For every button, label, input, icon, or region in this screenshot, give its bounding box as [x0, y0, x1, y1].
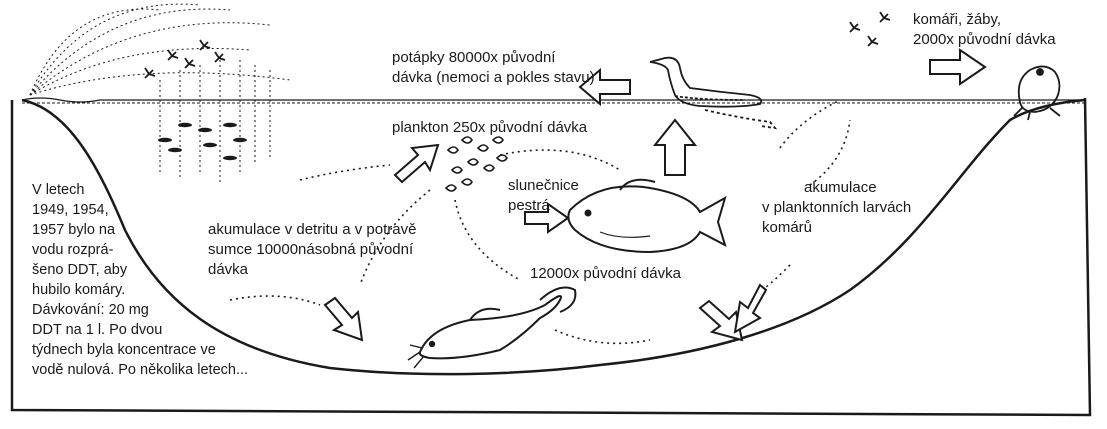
spray-fan-icon [30, 4, 290, 185]
grebe-bird-icon [650, 58, 775, 128]
hollow-arrow-to-plankton [395, 145, 438, 182]
grebe-dose-line1: potápky 80000x původní [392, 48, 595, 68]
grebe-dose-label: potápky 80000x původní dávka (nemoci a p… [392, 48, 595, 88]
larvae-line2: v planktonních larvách [762, 198, 911, 218]
hollow-arrow-to-frogs [930, 50, 985, 84]
sunfish-line2: pestrá [508, 196, 579, 216]
mosquito-icon [850, 12, 890, 46]
hollow-arrow-to-catfish [325, 298, 362, 340]
larvae-line1: akumulace [762, 178, 911, 198]
ddt-history-note: V letech 1949, 1954, 1957 bylo na vodu r… [32, 180, 248, 380]
history-line2: 1949, 1954, [32, 200, 248, 220]
sunfish-dose-label: 12000x původní dávka [530, 264, 681, 284]
larvae-line3: komárů [762, 218, 911, 238]
plankton-icon [446, 137, 507, 191]
water-surface [22, 98, 1085, 103]
sunfish-line1: slunečnice [508, 176, 579, 196]
sunfish-label: slunečnice pestrá [508, 176, 579, 216]
history-line10: vodě nulová. Po několika letech... [32, 360, 248, 380]
sunfish-icon [568, 180, 725, 252]
hollow-arrow-up-to-grebe [655, 120, 695, 175]
mosquito-frog-line2: 2000x původní dávka [913, 30, 1056, 50]
fish-school-left [158, 123, 247, 160]
mosquito-swarm-left [145, 40, 225, 78]
hollow-arrow-down-left [735, 285, 766, 332]
mosquito-frog-line1: komáři, žáby, [913, 10, 1056, 30]
history-line8: DDT na 1 l. Po dvou [32, 320, 248, 340]
history-line6: hubilo komáry. [32, 280, 248, 300]
frog-icon [1014, 66, 1060, 120]
history-line5: šeno DDT, aby [32, 260, 248, 280]
history-line1: V letech [32, 180, 248, 200]
history-line7: Dávkování: 20 mg [32, 300, 248, 320]
plankton-dose-label: plankton 250x původní dávka [392, 118, 587, 138]
history-line9: týdnech byla koncentrace ve [32, 340, 248, 360]
grebe-dose-line2: dávka (nemoci a pokles stavu) [392, 68, 595, 88]
mosquito-frog-dose-label: komáři, žáby, 2000x původní dávka [913, 10, 1056, 50]
history-line3: 1957 bylo na [32, 220, 248, 240]
history-line4: vodu rozprá- [32, 240, 248, 260]
catfish-icon [408, 288, 575, 368]
hollow-arrow-down-right [700, 301, 742, 340]
larvae-accumulation-label: akumulace v planktonních larvách komárů [762, 178, 911, 238]
